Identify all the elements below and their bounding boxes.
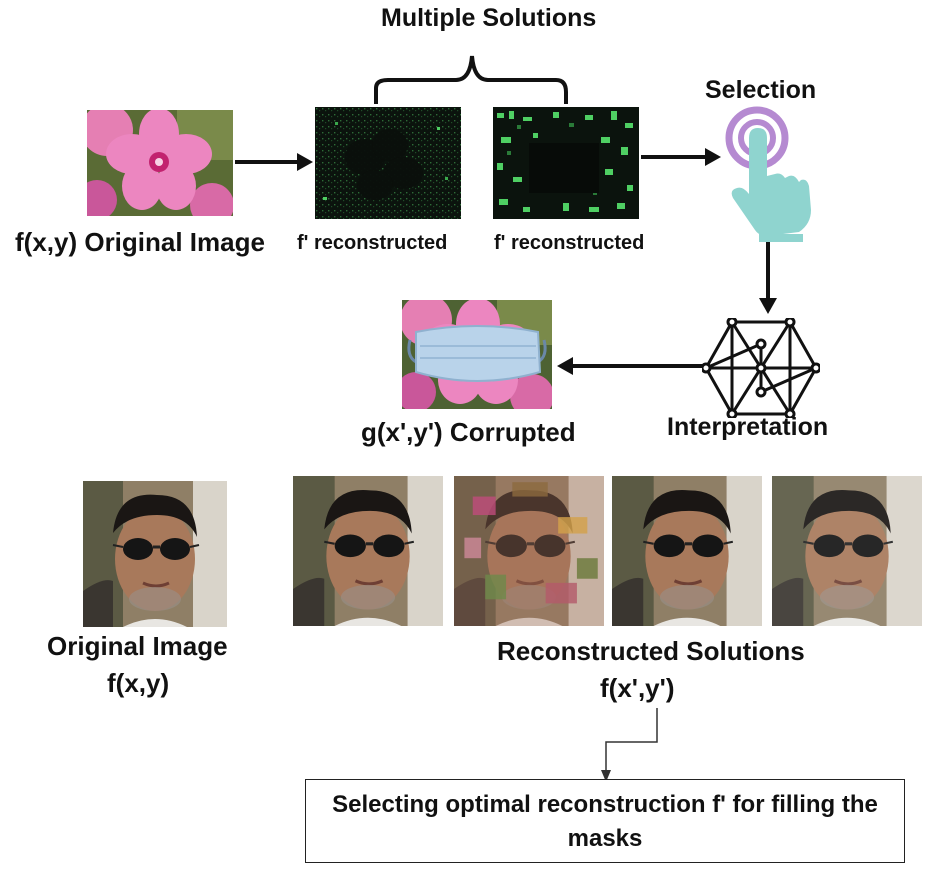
multiple-solutions-label: Multiple Solutions: [381, 4, 597, 32]
reconstructed-face-3: [612, 476, 762, 626]
reconstructed-solutions-formula: f(x',y'): [600, 673, 675, 703]
arrow-original-to-recon: [235, 153, 313, 171]
original-face-image: [83, 481, 227, 627]
arrow-recon-to-selection: [641, 148, 721, 166]
arrow-selection-to-interpretation: [759, 242, 777, 314]
elbow-arrow: [601, 708, 658, 782]
corrupted-label: g(x',y') Corrupted: [361, 417, 576, 447]
selection-label: Selection: [705, 76, 817, 104]
arrow-interpretation-to-corrupted: [557, 357, 703, 375]
original-flower-image: [87, 110, 233, 216]
reconstructed-image-1: [315, 107, 461, 219]
interpretation-label: Interpretation: [667, 413, 829, 441]
curly-brace: [374, 55, 568, 104]
reconstructed-face-1: [293, 476, 443, 626]
network-icon: [702, 318, 820, 418]
recon-2-label: f' reconstructed: [494, 232, 645, 254]
touch-hand-icon: [725, 106, 811, 242]
original-face-label-line2: f(x,y): [107, 668, 170, 698]
reconstructed-solutions-label: Reconstructed Solutions: [497, 636, 805, 666]
reconstructed-face-2: [454, 476, 604, 626]
recon-1-label: f' reconstructed: [297, 232, 448, 254]
corrupted-flower-image: [402, 300, 552, 409]
original-image-label: f(x,y) Original Image: [15, 227, 265, 257]
original-face-label-line1: Original Image: [47, 631, 228, 661]
reconstructed-face-4: [772, 476, 922, 626]
reconstructed-image-2: [493, 107, 639, 219]
optimal-reconstruction-box: Selecting optimal reconstruction f' for …: [305, 779, 905, 863]
